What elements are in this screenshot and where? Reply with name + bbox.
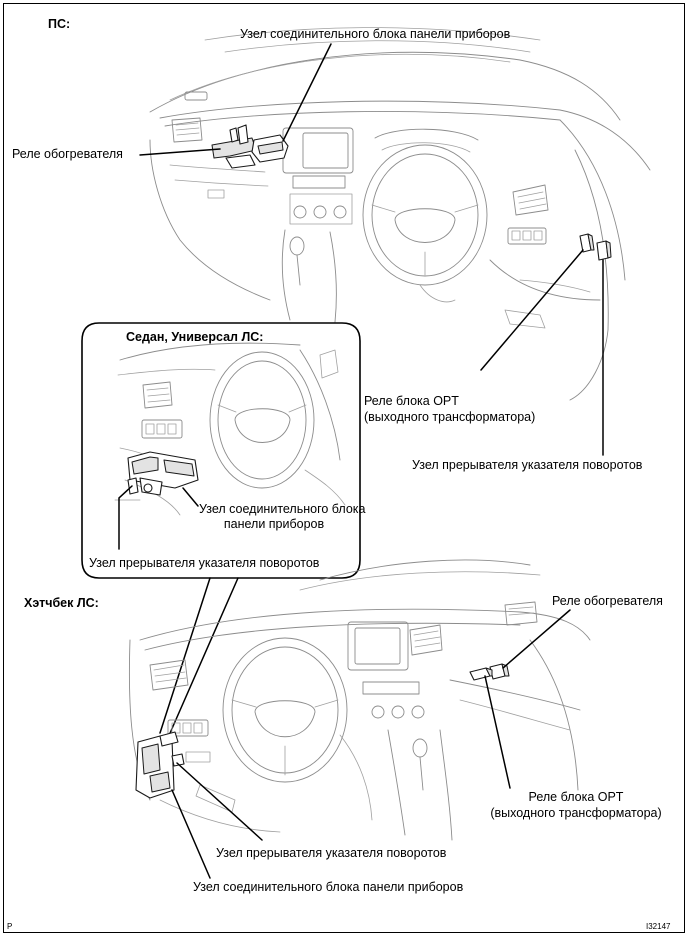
bottom-turn-signal-flasher-label: Узел прерывателя указателя поворотов [216, 846, 447, 860]
page-corner-mark: P [7, 922, 13, 931]
top-opt-relay-label-line2: (выходного трансформатора) [364, 410, 536, 424]
figure-frame [3, 3, 685, 933]
inset-section-label: Седан, Универсал ЛС: [126, 330, 264, 344]
top-heater-relay-label: Реле обогревателя [12, 147, 123, 161]
top-dashboard-drawing [149, 27, 651, 401]
bottom-leader-lines [171, 609, 571, 879]
inset-junction-block-label-line2: панели приборов [223, 517, 325, 531]
bottom-opt-relay-label-line2: (выходного трансформатора) [490, 806, 662, 820]
bottom-heater-relay-label: Реле обогревателя [552, 594, 663, 608]
top-junction-block-label: Узел соединительного блока панели прибор… [240, 27, 511, 41]
inset-turn-signal-flasher-label: Узел прерывателя указателя поворотов [89, 556, 320, 570]
bottom-opt-relay-label-line1: Реле блока OPT [528, 790, 624, 804]
bottom-dashboard-drawing [128, 559, 591, 841]
hatchback-section-label: Хэтчбек ЛС: [24, 596, 99, 610]
top-leader-lines [139, 43, 604, 456]
inset-callout [81, 322, 361, 579]
inset-junction-block-label-line1: Узел соединительного блока [199, 502, 366, 516]
bottom-junction-block-label: Узел соединительного блока панели прибор… [193, 880, 464, 894]
top-turn-signal-flasher-label: Узел прерывателя указателя поворотов [412, 458, 643, 472]
figure-id: I32147 [646, 922, 671, 931]
lhd-section-label: ПС: [48, 17, 71, 31]
inset-leader-lines [118, 485, 239, 741]
top-opt-relay-label-line1: Реле блока OPT [364, 394, 459, 408]
inset-dashboard-drawing [114, 342, 346, 516]
